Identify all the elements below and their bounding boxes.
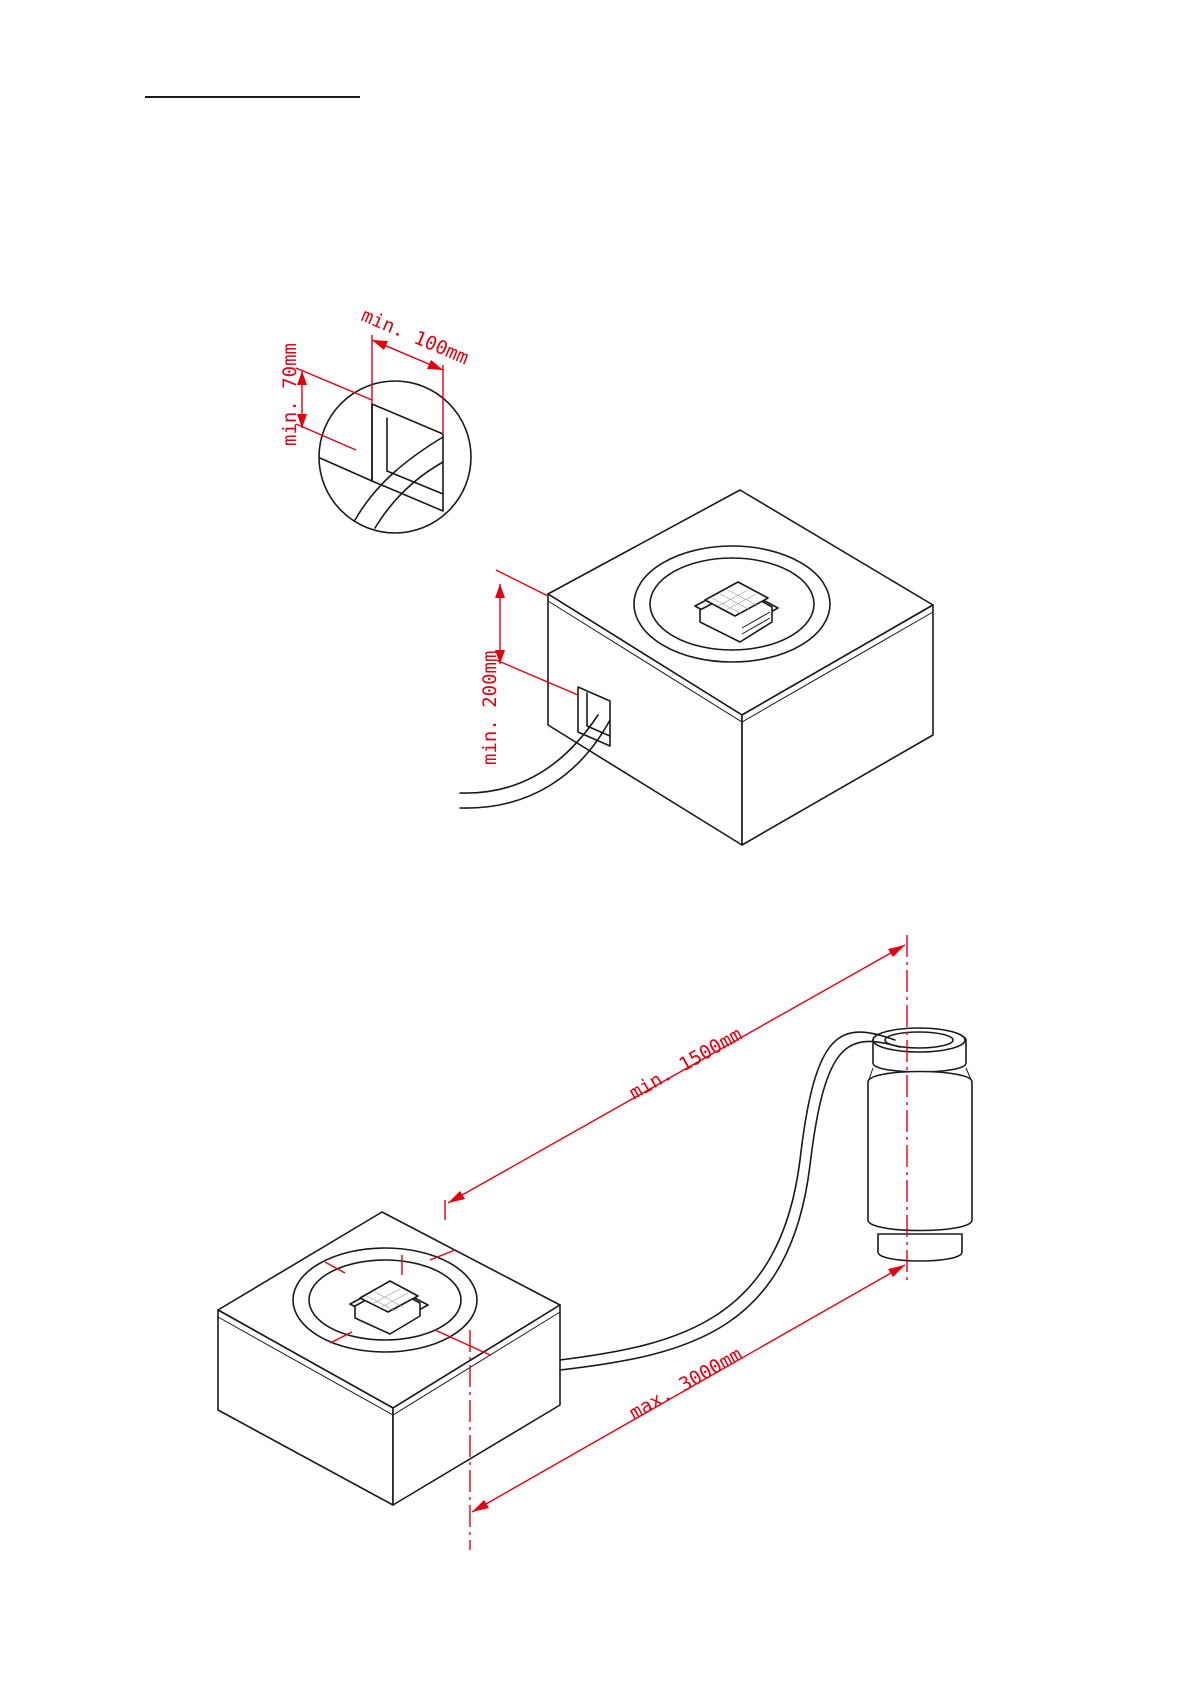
- distance-dimensions: [445, 935, 907, 1550]
- fire-pit-lower: [218, 1212, 560, 1505]
- label-min-200mm: min. 200mm: [479, 651, 501, 765]
- fire-pit-upper: [460, 490, 933, 845]
- detail-view-opening: [296, 335, 471, 533]
- label-max-3000mm: max. 3000mm: [626, 1343, 746, 1424]
- gas-cylinder: [868, 1028, 972, 1261]
- label-min-1500mm: min. 1500mm: [626, 1023, 746, 1104]
- label-min-100mm: min. 100mm: [358, 304, 472, 369]
- label-min-70mm: min. 70mm: [279, 343, 301, 446]
- gas-hose: [560, 1032, 900, 1370]
